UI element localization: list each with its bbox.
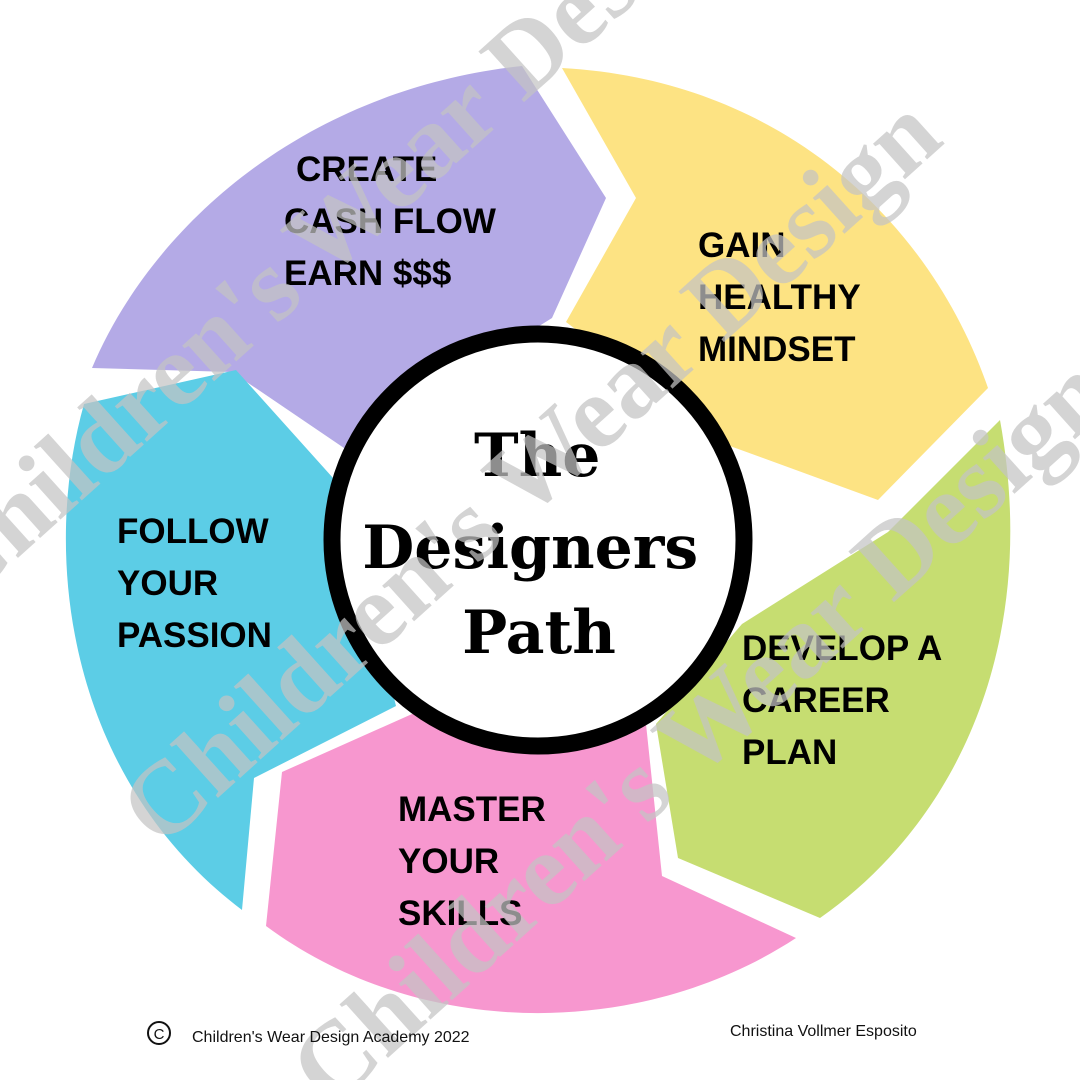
segment-develop-career-plan [656,420,1011,918]
label-line: CAREER [742,681,890,720]
title-line: Designers [362,513,698,583]
segment-label-passion: FOLLOW YOUR PASSION [117,512,278,655]
label-line: MASTER [398,790,546,829]
copyright-symbol: C [154,1026,165,1043]
label-line: CREATE [296,150,437,189]
label-line: MINDSET [698,330,856,369]
label-line: EARN $$$ [284,254,451,293]
segment-master-your-skills [266,706,796,1014]
label-line: HEALTHY [698,278,860,317]
title-line: Path [462,598,616,668]
segment-label-skills: MASTER YOUR SKILLS [398,790,556,933]
center-circle [323,325,753,755]
copyright-icon [147,1021,171,1045]
label-line: PLAN [742,733,837,772]
center-hub: The Designers Path [323,325,753,755]
segment-follow-your-passion [65,370,396,910]
title-line: The [474,421,600,491]
footer-copyright-text: Children's Wear Design Academy 2022 [192,1029,470,1046]
footer: C Children's Wear Design Academy 2022 Ch… [147,1021,917,1046]
segment-label-cash-flow: CREATE CASH FLOW EARN $$$ [284,150,506,293]
segment-label-career: DEVELOP A CAREER PLAN [742,629,951,772]
label-line: SKILLS [398,894,522,933]
label-line: YOUR [117,564,218,603]
segment-label-mindset: GAIN HEALTHY MINDSET [698,226,870,369]
label-line: PASSION [117,616,272,655]
label-line: GAIN [698,226,786,265]
segment-labels: CREATE CASH FLOW EARN $$$ GAIN HEALTHY M… [117,150,951,933]
label-line: CASH FLOW [284,202,496,241]
center-title: The Designers Path [362,421,704,668]
label-line: DEVELOP A [742,629,942,668]
footer-author: Christina Vollmer Esposito [730,1023,917,1040]
label-line: FOLLOW [117,512,269,551]
label-line: YOUR [398,842,499,881]
